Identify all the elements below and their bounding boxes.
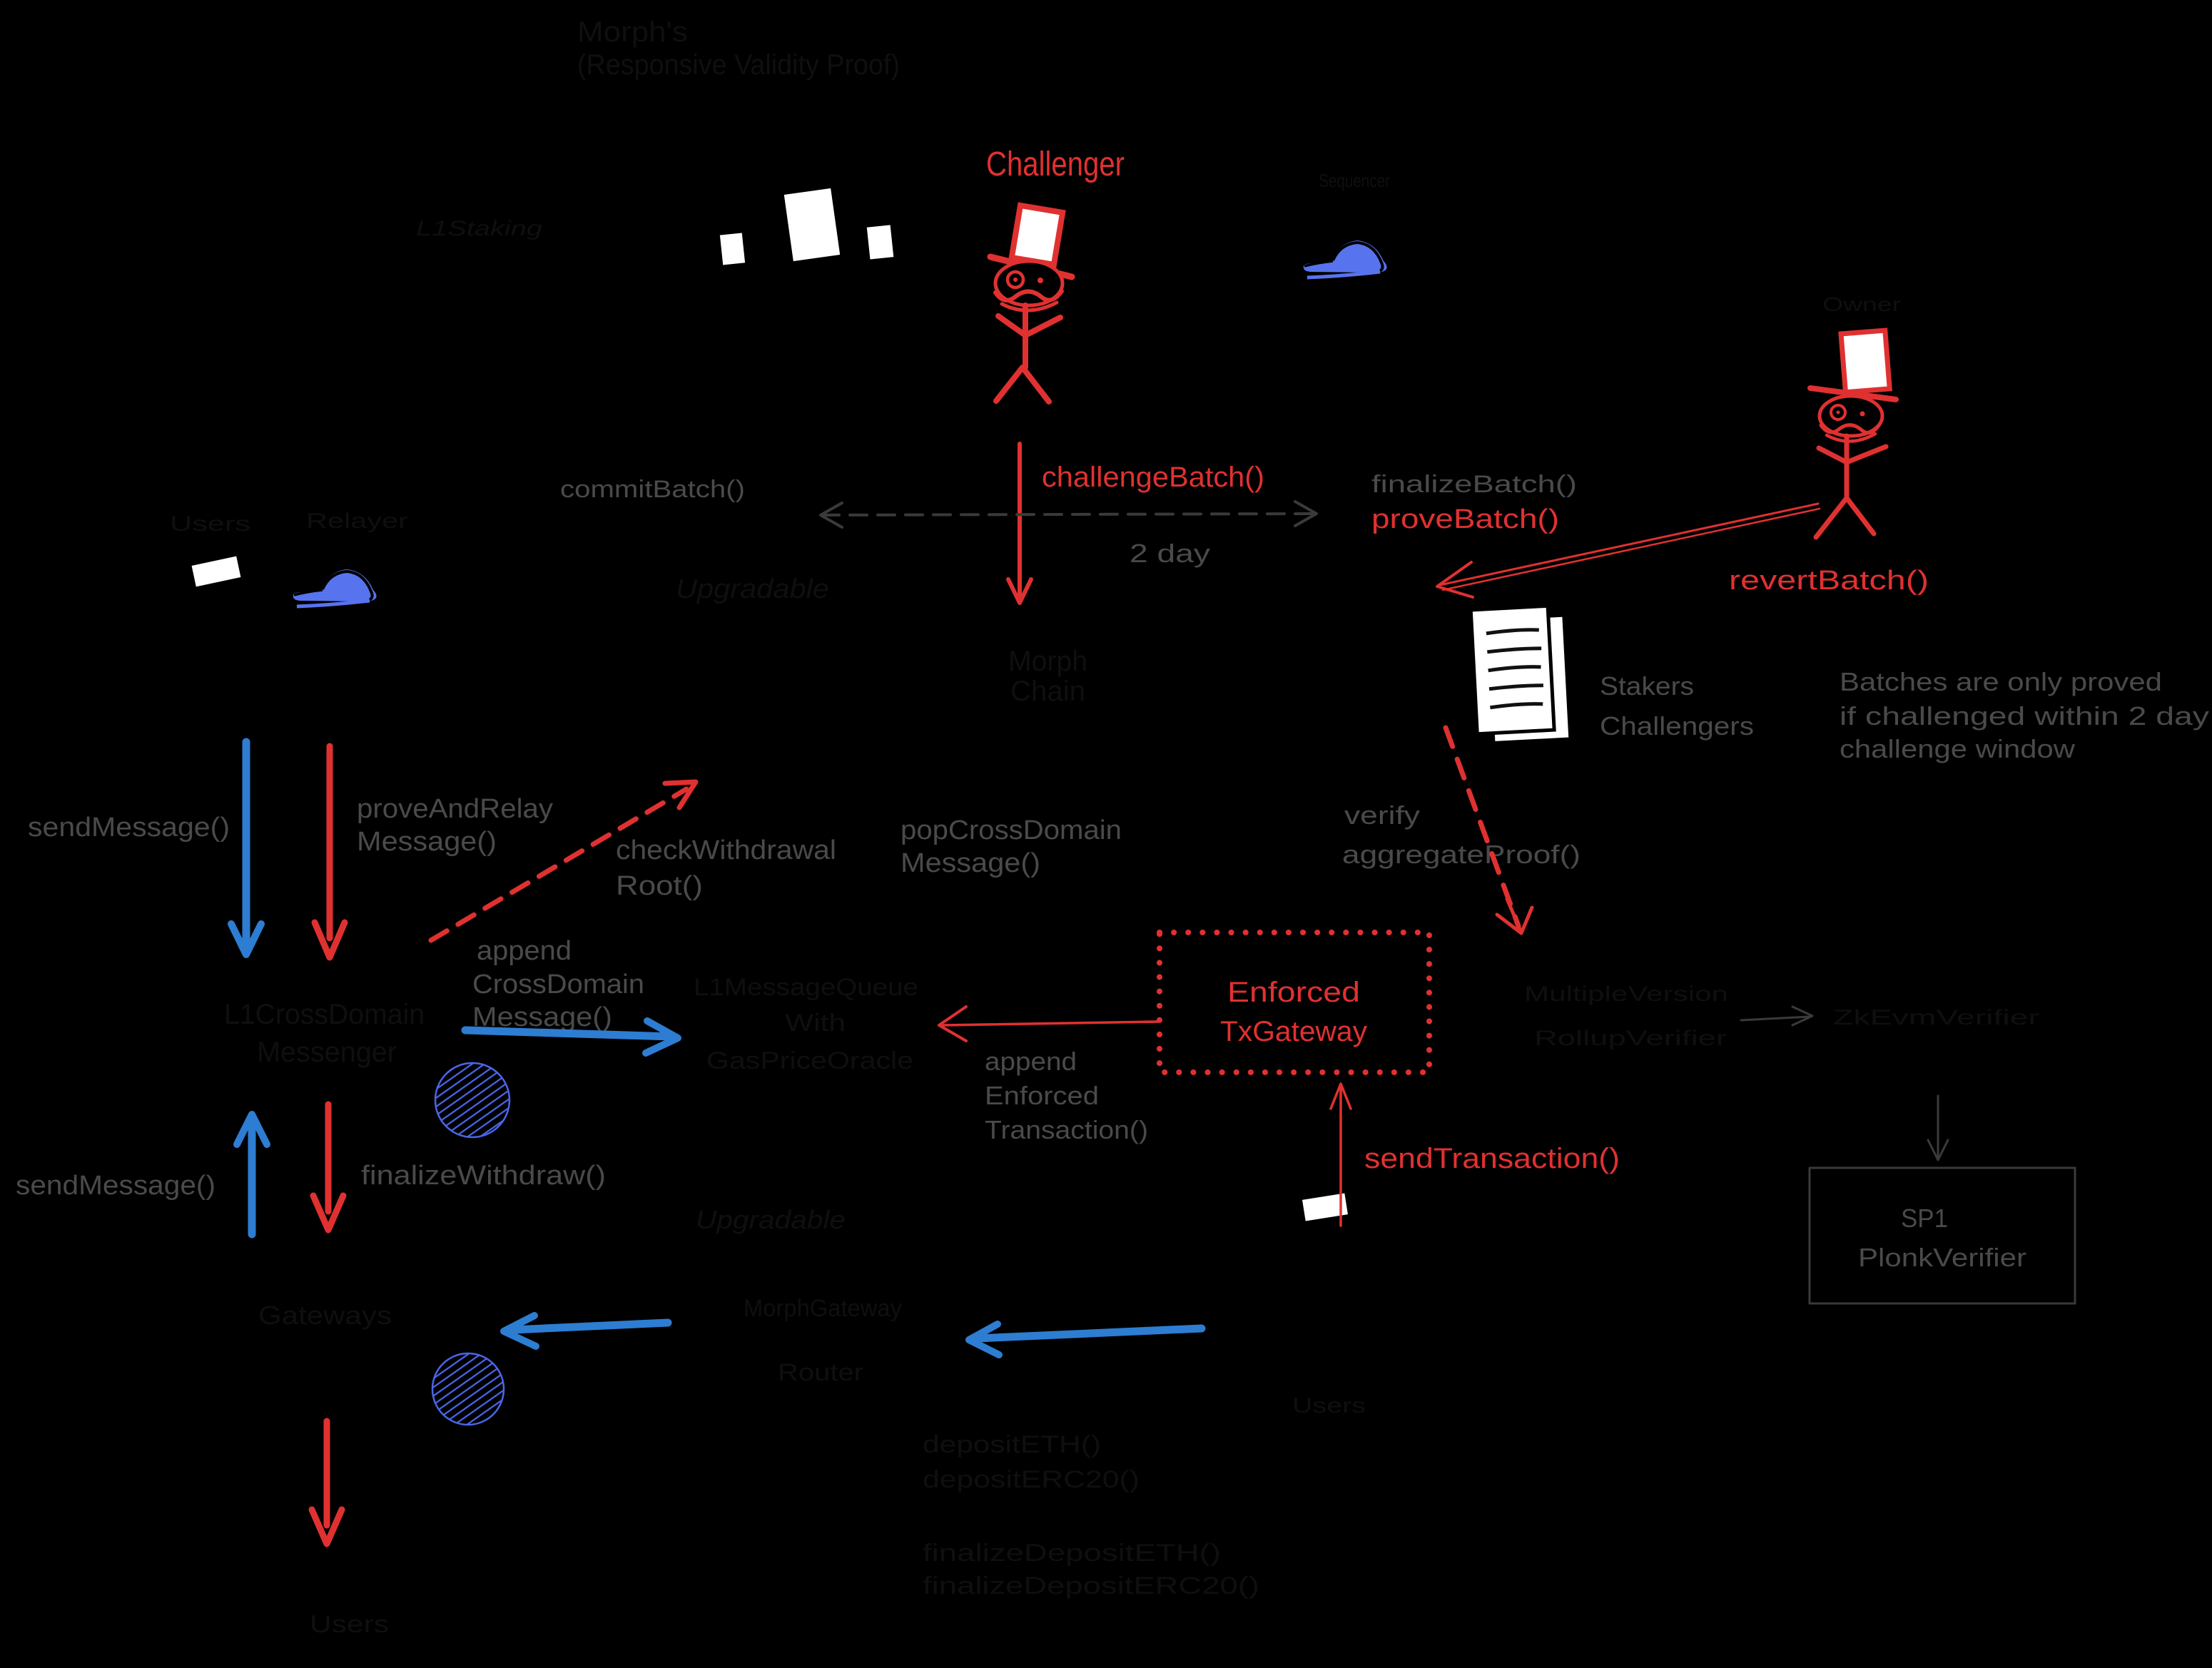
svg-text:TxGateway: TxGateway [1220, 1016, 1367, 1047]
svg-text:Owner: Owner [1822, 293, 1901, 315]
svg-text:Message(): Message() [900, 848, 1040, 878]
svg-text:With: With [785, 1010, 846, 1037]
svg-text:L1Staking: L1Staking [416, 217, 542, 240]
svg-text:finalizeWithdraw(): finalizeWithdraw() [361, 1161, 606, 1191]
svg-text:Message(): Message() [357, 827, 497, 857]
svg-text:proveAndRelay: proveAndRelay [357, 794, 553, 824]
svg-text:revertBatch(): revertBatch() [1729, 566, 1929, 596]
svg-text:Upgradable: Upgradable [696, 1205, 846, 1234]
svg-text:sendMessage(): sendMessage() [28, 813, 230, 843]
svg-text:Enforced: Enforced [985, 1081, 1099, 1110]
svg-text:MorphGateway: MorphGateway [744, 1295, 902, 1322]
svg-text:Upgradable: Upgradable [676, 574, 829, 604]
svg-text:Users: Users [310, 1611, 389, 1638]
svg-text:CrossDomain: CrossDomain [472, 970, 644, 1000]
svg-text:challengeBatch(): challengeBatch() [1042, 462, 1264, 493]
svg-text:MultipleVersion: MultipleVersion [1524, 982, 1728, 1006]
svg-text:finalizeDepositETH(): finalizeDepositETH() [923, 1540, 1221, 1567]
svg-text:(Responsive Validity Proof): (Responsive Validity Proof) [577, 49, 900, 81]
svg-text:L1MessageQueue: L1MessageQueue [694, 974, 918, 1001]
svg-text:proveBatch(): proveBatch() [1371, 504, 1559, 534]
svg-text:PlonkVerifier: PlonkVerifier [1858, 1243, 2026, 1272]
svg-text:Stakers: Stakers [1600, 671, 1694, 701]
svg-text:finalizeDepositERC20(): finalizeDepositERC20() [923, 1572, 1259, 1600]
svg-text:Router: Router [778, 1359, 863, 1386]
svg-text:depositETH(): depositETH() [923, 1431, 1101, 1458]
svg-text:Root(): Root() [616, 871, 703, 901]
svg-text:verify: verify [1344, 800, 1420, 830]
svg-text:Enforced: Enforced [1227, 977, 1360, 1008]
svg-text:Batches are only proved: Batches are only proved [1840, 667, 2162, 696]
svg-text:Morph's: Morph's [577, 16, 688, 48]
svg-text:Transaction(): Transaction() [985, 1115, 1148, 1144]
svg-text:Messenger: Messenger [257, 1037, 397, 1068]
svg-text:L1CrossDomain: L1CrossDomain [224, 999, 425, 1030]
svg-text:commitBatch(): commitBatch() [560, 476, 745, 503]
svg-text:depositERC20(): depositERC20() [923, 1466, 1140, 1493]
svg-text:sendTransaction(): sendTransaction() [1364, 1143, 1620, 1174]
svg-text:finalizeBatch(): finalizeBatch() [1371, 471, 1577, 498]
svg-text:Relayer: Relayer [306, 509, 408, 533]
svg-text:2 day: 2 day [1130, 539, 1210, 568]
svg-text:Chain: Chain [1010, 676, 1085, 707]
svg-text:Challenger: Challenger [986, 146, 1125, 183]
svg-text:Sequencer: Sequencer [1319, 170, 1390, 191]
svg-text:Users: Users [170, 512, 250, 536]
svg-text:SP1: SP1 [1901, 1204, 1948, 1233]
svg-text:GasPriceOracle: GasPriceOracle [706, 1047, 913, 1074]
svg-text:challenge window: challenge window [1840, 734, 2076, 763]
svg-text:popCrossDomain: popCrossDomain [900, 815, 1122, 845]
svg-text:Users: Users [1292, 1394, 1366, 1418]
svg-text:ZkEvmVerifier: ZkEvmVerifier [1833, 1006, 2039, 1029]
svg-text:RollupVerifier: RollupVerifier [1534, 1027, 1727, 1050]
svg-text:Challengers: Challengers [1600, 711, 1754, 741]
svg-text:append: append [985, 1047, 1077, 1076]
svg-text:sendMessage(): sendMessage() [16, 1171, 215, 1201]
svg-text:aggregateProof(): aggregateProof() [1342, 840, 1581, 869]
svg-text:append: append [477, 936, 572, 966]
svg-text:if challenged within 2 day: if challenged within 2 day [1840, 701, 2209, 731]
svg-text:Morph: Morph [1008, 646, 1087, 677]
svg-text:checkWithdrawal: checkWithdrawal [616, 835, 836, 865]
svg-text:Gateways: Gateways [258, 1301, 392, 1330]
